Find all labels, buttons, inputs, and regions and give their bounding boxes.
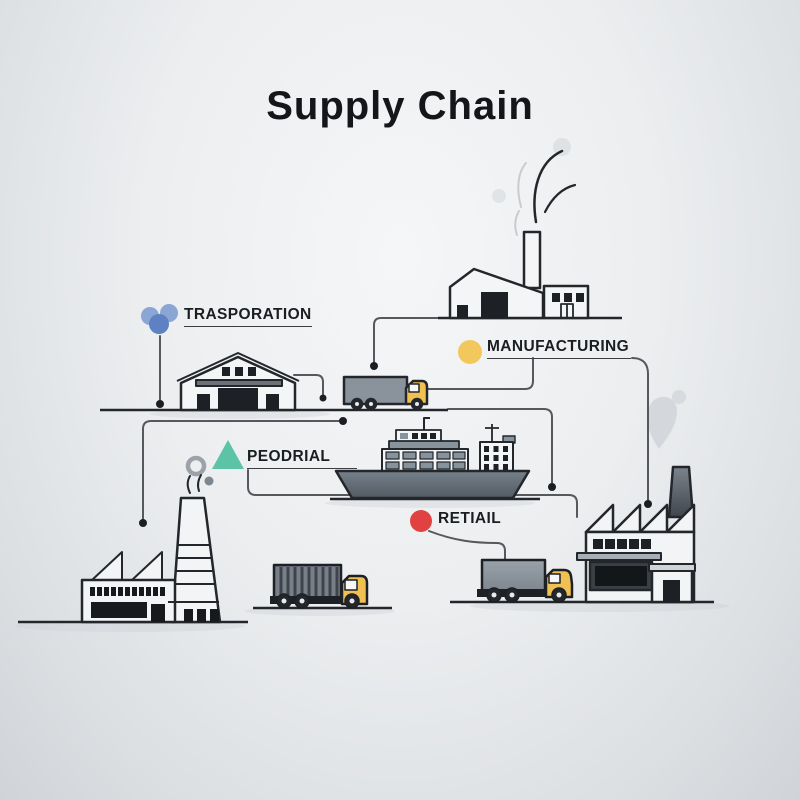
ring-and-dot-decoration <box>185 455 214 486</box>
door <box>151 604 165 622</box>
connector-truck-to-ship-area <box>447 408 553 484</box>
sawtooth-roof <box>584 503 696 534</box>
window-strip <box>90 587 165 596</box>
cab-window <box>408 383 420 393</box>
small-door <box>457 305 468 318</box>
connector-warehouse-right <box>293 374 324 395</box>
big-window <box>91 602 147 618</box>
left-door <box>197 394 210 410</box>
connector-left-loop <box>142 420 344 520</box>
smoking-factory-top <box>438 149 622 320</box>
red-dot-icon <box>410 510 432 532</box>
annex-ledge <box>648 563 696 572</box>
faint-smoke-dots <box>492 138 686 449</box>
right-door <box>266 394 279 410</box>
label-manufacturing: MANUFACTURING <box>487 338 631 359</box>
porthole-windows <box>385 451 466 470</box>
box-truck <box>450 558 714 604</box>
cargo-ship <box>330 417 540 501</box>
yellow-dot-icon <box>458 340 482 364</box>
wheels <box>276 593 360 609</box>
sawtooth-1 <box>91 551 123 581</box>
connector-factory-to-truck <box>373 317 439 363</box>
smoke-curves <box>514 149 577 236</box>
connector-manufacturing-to-truck <box>420 357 534 390</box>
cloud-cluster-icon <box>141 304 178 334</box>
doors <box>197 388 279 410</box>
container-truck <box>253 563 392 610</box>
smoke-puff <box>647 396 677 449</box>
connector-manufacturing-to-right-factory <box>631 357 649 501</box>
windows-row <box>222 367 256 376</box>
tower-windows <box>484 446 508 470</box>
windows-row <box>593 539 651 549</box>
chimney-smoke-ticks <box>186 474 202 494</box>
warehouse <box>100 352 448 412</box>
cabin-windows <box>400 433 436 439</box>
label-transportation: TRASPORATION <box>184 306 312 327</box>
cab-window <box>344 579 358 591</box>
display-window <box>595 566 647 586</box>
lintel-bar <box>195 379 283 387</box>
connector-endpoint-dots <box>139 362 652 527</box>
annex-door <box>663 580 680 602</box>
connector-retail-to-truck <box>428 530 506 560</box>
label-retail: RETIAIL <box>438 510 502 527</box>
ledge <box>576 552 662 561</box>
mast-tall <box>485 424 499 442</box>
dark-door <box>481 292 508 318</box>
cab-window <box>548 573 561 584</box>
gray-dot-icon <box>204 476 214 486</box>
base-slots <box>184 609 219 622</box>
sawtooth-2 <box>131 551 163 581</box>
smokestack-factory-left <box>18 474 248 624</box>
wheels <box>486 587 567 603</box>
small-delivery-truck <box>342 375 429 411</box>
hull <box>334 469 531 500</box>
smokestack-bands <box>174 544 215 585</box>
wheels <box>350 397 424 411</box>
connector-lines <box>142 317 649 560</box>
cargo-box <box>480 558 547 593</box>
gray-ring-icon <box>185 455 207 477</box>
roof-ridge-line <box>176 352 300 382</box>
smokestack <box>170 496 222 624</box>
label-peodrial: PEODRIAL <box>247 448 357 469</box>
container-ribs <box>279 567 339 596</box>
retail-factory-right <box>576 465 696 604</box>
chimney <box>522 230 542 290</box>
main-door <box>218 388 258 410</box>
doors-and-windows <box>457 292 584 318</box>
page-title: Supply Chain <box>266 84 534 128</box>
teal-triangle-icon <box>212 440 244 469</box>
mast-small <box>423 417 430 430</box>
